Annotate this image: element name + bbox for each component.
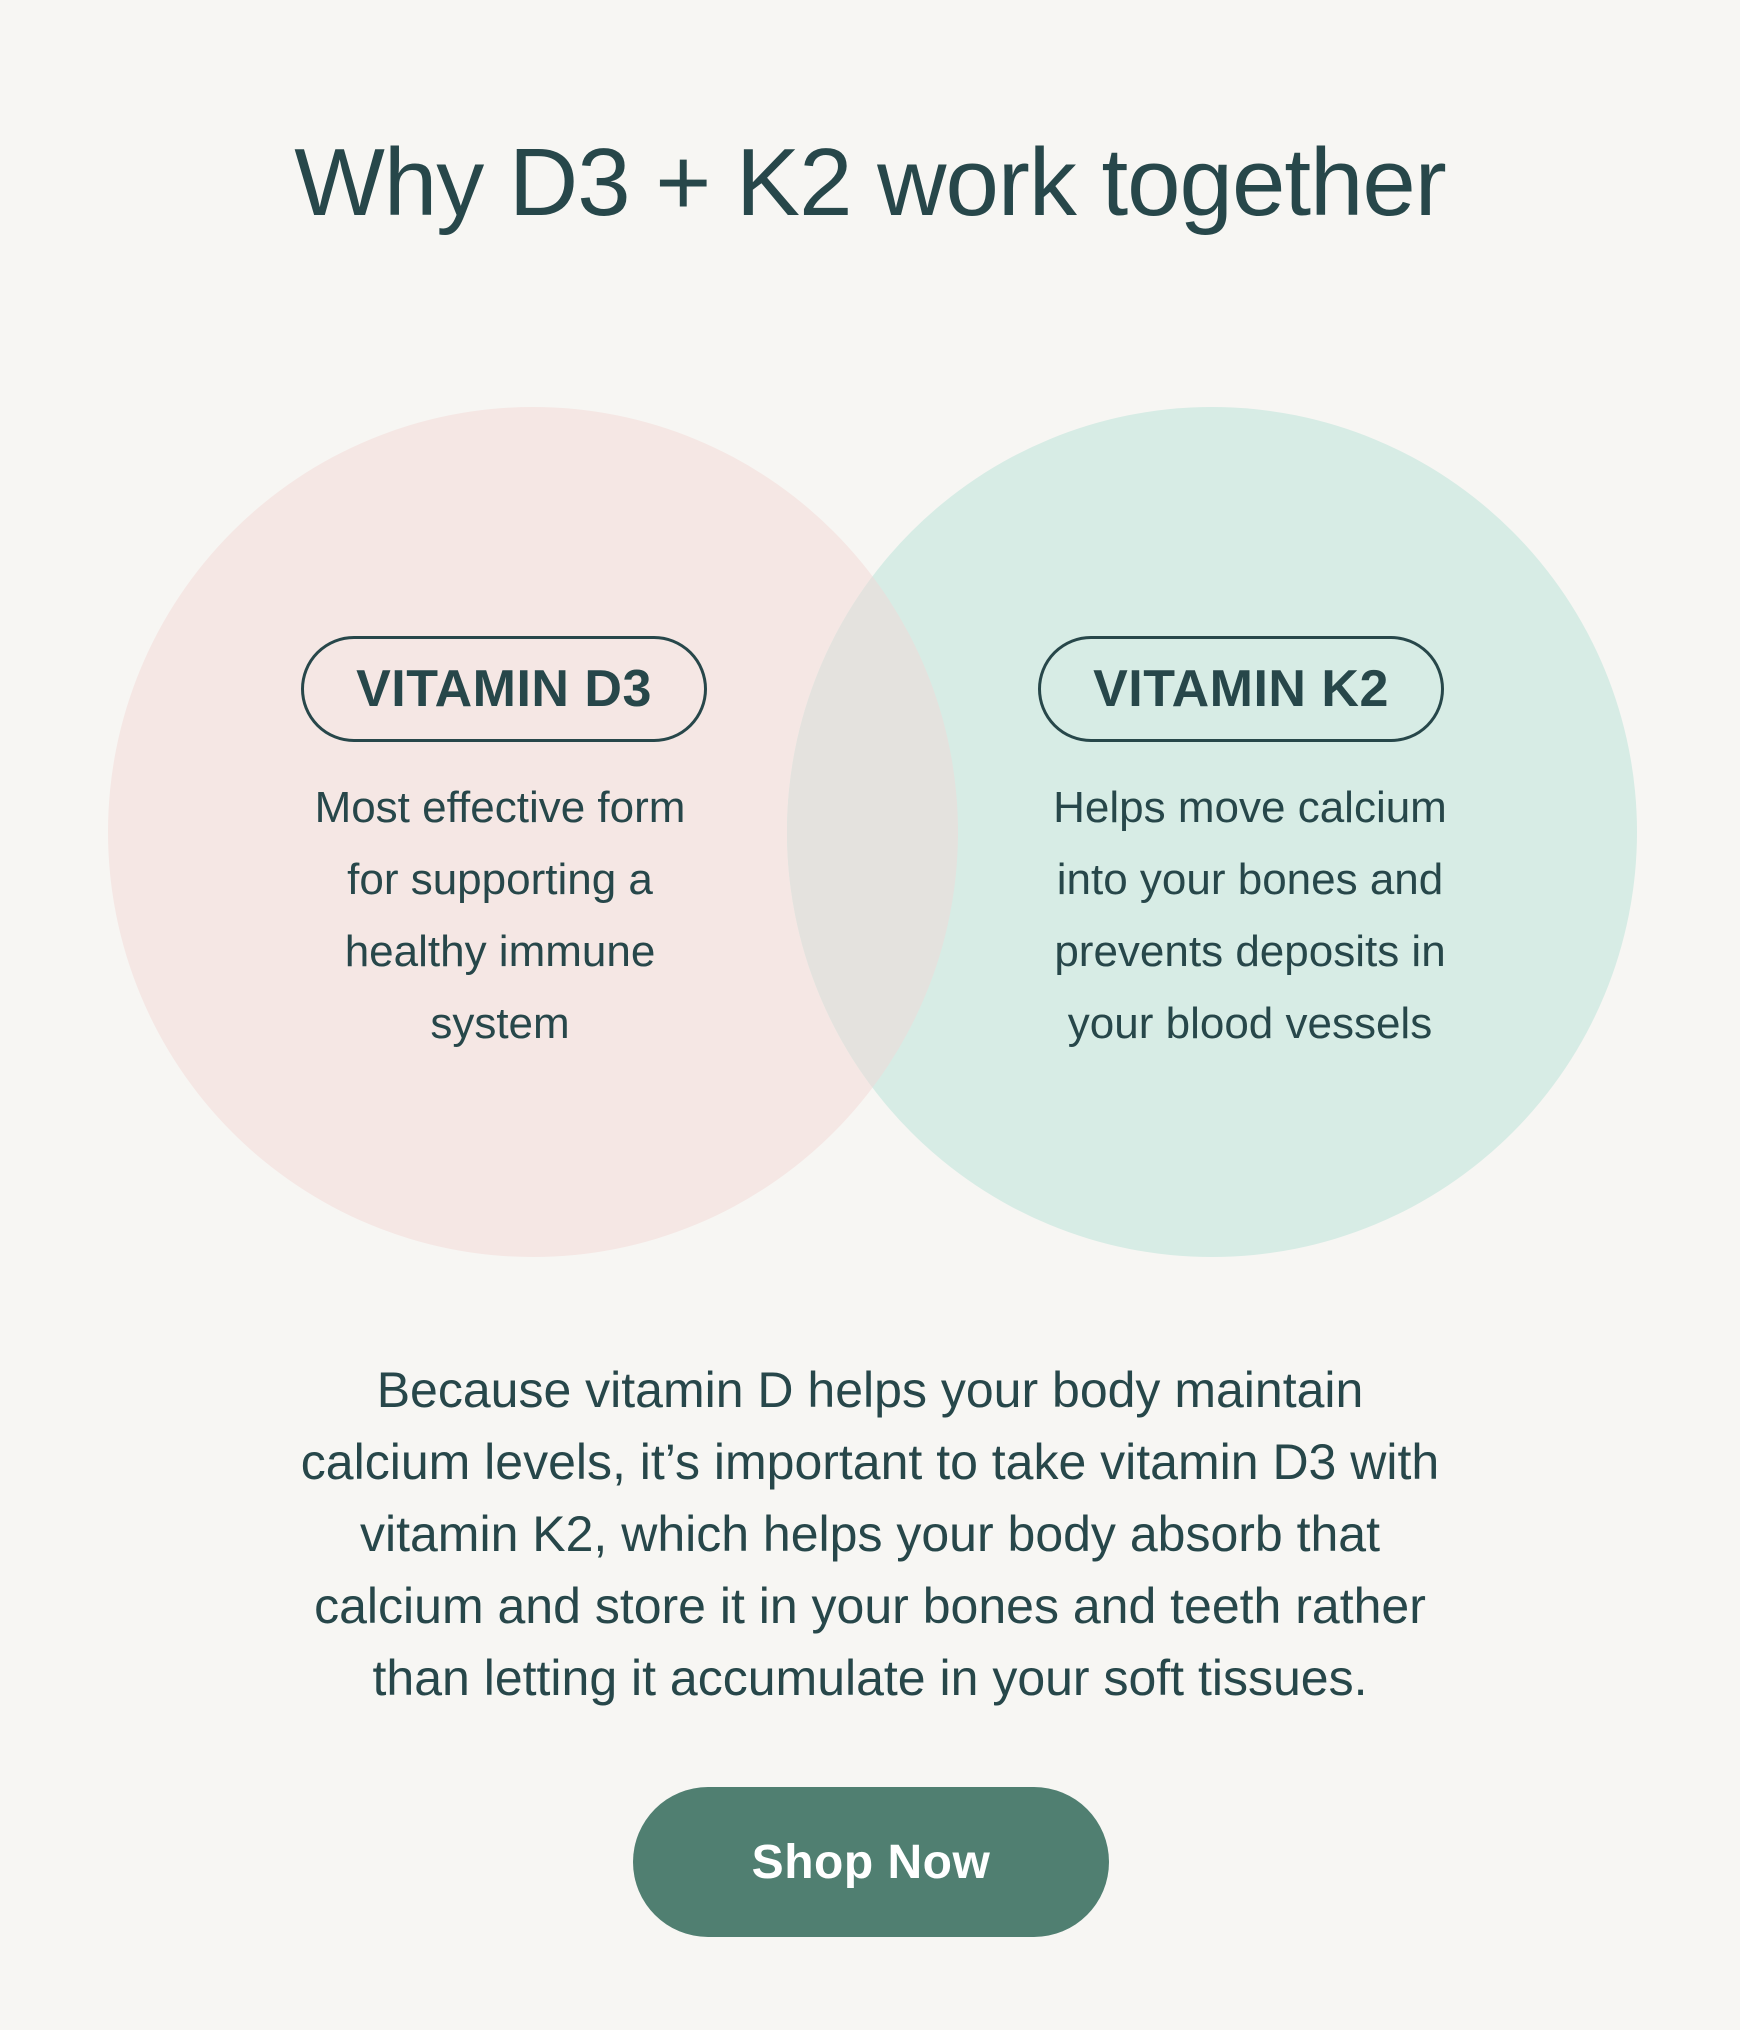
paragraph-line: Because vitamin D helps your body mainta… [376, 1362, 1364, 1418]
paragraph-line: than letting it accumulate in your soft … [372, 1650, 1368, 1706]
description-line: your blood vessels [1067, 999, 1433, 1048]
vitamin-k2-label-pill: VITAMIN K2 [1038, 636, 1444, 742]
paragraph-line: calcium levels, it’s important to take v… [300, 1434, 1440, 1490]
paragraph-line: vitamin K2, which helps your body absorb… [360, 1506, 1380, 1562]
paragraph-line: calcium and store it in your bones and t… [314, 1578, 1426, 1634]
vitamin-k2-description: Helps move calcium into your bones and p… [990, 772, 1510, 1060]
page-title: Why D3 + K2 work together [294, 129, 1447, 236]
description-line: prevents deposits in [1054, 927, 1446, 976]
shop-now-button[interactable]: Shop Now [633, 1787, 1109, 1937]
description-line: system [430, 999, 570, 1048]
explanation-paragraph: Because vitamin D helps your body mainta… [150, 1354, 1590, 1714]
description-line: Helps move calcium [1053, 783, 1447, 832]
description-line: healthy immune [344, 927, 656, 976]
description-line: into your bones and [1056, 855, 1444, 904]
description-line: for supporting a [347, 855, 653, 904]
vitamin-d3-label-pill: VITAMIN D3 [301, 636, 707, 742]
vitamin-d3-description: Most effective form for supporting a hea… [250, 772, 750, 1060]
description-line: Most effective form [314, 783, 686, 832]
